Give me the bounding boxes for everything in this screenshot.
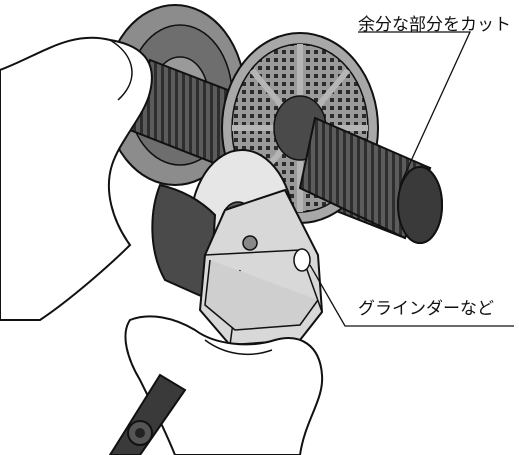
label-cut-excess: 余分な部分をカット [358, 15, 511, 35]
leader-grinder [309, 264, 514, 327]
grinder-handle [108, 373, 187, 455]
label-grinder: グラインダーなど [358, 299, 494, 319]
left-hand [0, 36, 153, 321]
leader-lines [309, 31, 514, 327]
right-hand [124, 315, 324, 455]
threaded-pipe-front [298, 116, 443, 244]
disc-guard [151, 183, 217, 302]
leader-cut [358, 31, 472, 186]
